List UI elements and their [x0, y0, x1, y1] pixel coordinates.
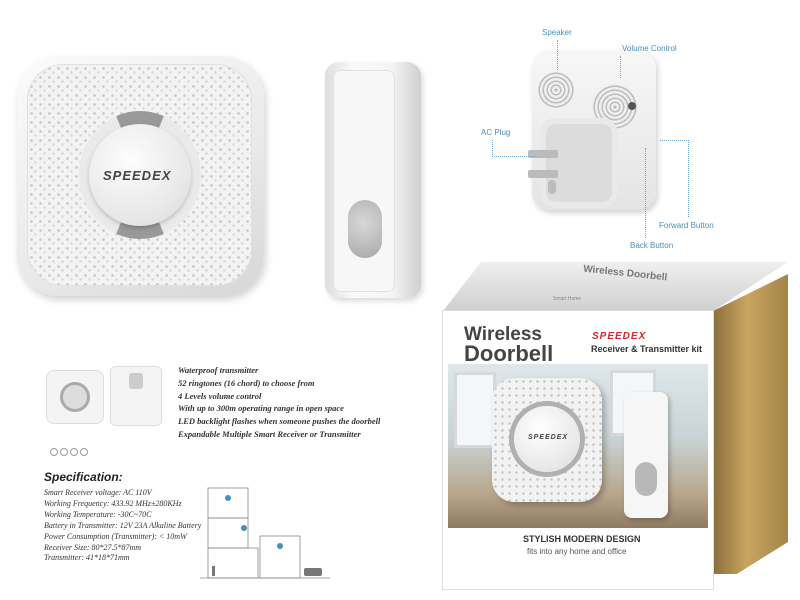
spec-item: Transmitter: 41*18*71mm: [44, 553, 130, 563]
thumbnail-plug: [129, 373, 143, 389]
house-range-diagram: [200, 487, 330, 579]
spec-item: Working Temperature: -30C~70C: [44, 509, 152, 519]
spec-item: Smart Receiver voltage: AC 110V: [44, 488, 152, 497]
package-receiver-logo: SPEEDEX: [528, 434, 569, 441]
signal-wave-icon: [225, 495, 231, 501]
feature-list: Waterproof transmitter 52 ringtones (16 …: [178, 364, 380, 441]
feature-item: LED backlight flashes when someone pushe…: [178, 416, 381, 427]
receiver-thumbnail: [46, 370, 104, 424]
signal-wave-icon: [241, 525, 247, 531]
mini-button-icon: [70, 448, 78, 456]
callout-leader-line: [660, 140, 689, 217]
package-box-side: [713, 274, 788, 574]
callout-leader-line: [492, 140, 535, 157]
receiver-unit-image: SPEEDEX: [17, 56, 264, 296]
callout-ac-plug: AC Plug: [481, 128, 511, 137]
package-subtitle: Receiver & Transmitter kit: [591, 344, 703, 354]
spec-item: Working Frequency: 433.92 MHz±280KHz: [44, 498, 182, 508]
callout-back-button: Back Button: [630, 241, 674, 250]
package-receiver-knob: SPEEDEX: [514, 406, 580, 472]
callout-leader-line: [620, 56, 622, 78]
package-top-small-text: Smart Home: [553, 296, 582, 302]
mini-button-icon: [50, 448, 58, 456]
spec-item: Power Consumption (Transmitter): < 10mW: [44, 531, 187, 541]
feature-item: Expandable Multiple Smart Receiver or Tr…: [178, 428, 361, 439]
callout-forward-button: Forward Button: [659, 221, 714, 230]
signal-wave-icon: [277, 543, 283, 549]
plug-prong-icon: [528, 170, 558, 178]
house-floor-outline: [259, 535, 301, 579]
car-icon: [304, 568, 322, 576]
receiver-thumbnail-knob: [63, 385, 87, 409]
callout-speaker: Speaker: [542, 28, 572, 37]
thumbnail-button-row: [50, 448, 110, 456]
spec-item: Battery in Transmitter: 12V 23A Alkaline…: [44, 520, 202, 530]
speaker-vent-left: [538, 72, 574, 108]
package-lifestyle-photo: SPEEDEX: [448, 364, 708, 528]
plug-prong-icon: [528, 150, 558, 158]
house-floor-outline: [207, 547, 259, 579]
receiver-speaker-grille: SPEEDEX: [27, 64, 252, 286]
package-brand-logo: SPEEDEX: [592, 331, 647, 342]
transmitter-unit-image: [325, 62, 421, 298]
package-receiver-image: SPEEDEX: [492, 378, 602, 502]
specification-title: Specification:: [44, 470, 123, 484]
house-floor-outline: [207, 487, 249, 519]
window-background: [454, 372, 496, 448]
transmitter-push-button: [348, 200, 382, 258]
mini-button-icon: [60, 448, 68, 456]
feature-item: Waterproof transmitter: [178, 365, 259, 375]
receiver-brand-logo: SPEEDEX: [103, 168, 172, 183]
plug-ground-pin-icon: [548, 180, 556, 194]
package-title-doorbell: Doorbell: [464, 341, 554, 366]
callout-volume-control: Volume Control: [622, 44, 677, 53]
callout-leader-line: [645, 148, 646, 238]
house-floor-outline: [207, 517, 249, 549]
package-title-wireless: Wireless: [464, 324, 542, 345]
feature-item: With up to 300m operating range in open …: [178, 403, 344, 414]
package-transmitter-image: [624, 392, 668, 518]
feature-item: 52 ringtones (16 chord) to choose from: [178, 377, 315, 388]
receiver-center-button: [88, 124, 191, 226]
package-subtagline: fits into any home and office: [527, 547, 627, 556]
person-icon: [212, 566, 215, 576]
volume-knob-icon: [628, 102, 636, 110]
specification-list: Smart Receiver voltage: AC 110V Working …: [44, 488, 201, 564]
ac-plug-base: [540, 118, 618, 208]
feature-item: 4 Levels volume control: [178, 390, 262, 401]
mini-button-icon: [80, 448, 88, 456]
package-tagline: STYLISH MODERN DESIGN: [523, 534, 641, 544]
transmitter-front-panel: [333, 70, 395, 292]
package-top-title: Wireless Doorbell: [582, 263, 668, 284]
package-transmitter-button: [635, 462, 657, 496]
spec-item: Receiver Size: 80*27.5*87mm: [44, 542, 142, 552]
receiver-back-thumbnail: [110, 366, 162, 426]
callout-leader-line: [557, 40, 558, 70]
